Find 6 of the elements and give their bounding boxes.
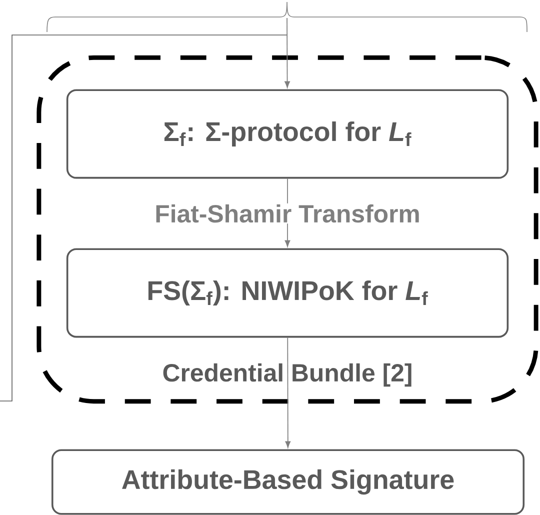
- edge-label: Fiat-Shamir Transform: [156, 204, 419, 223]
- arrow: [285, 337, 291, 448]
- process-box: Σ$_{f}$: Σ-protocol for L$_{f}$: [66, 89, 509, 179]
- arrow: [284, 18, 290, 88]
- process-box: FS(Σ$_{f}$): NIWIPoK for L$_{f}$: [66, 248, 509, 338]
- process-box: Attribute-Based Signature: [52, 449, 525, 515]
